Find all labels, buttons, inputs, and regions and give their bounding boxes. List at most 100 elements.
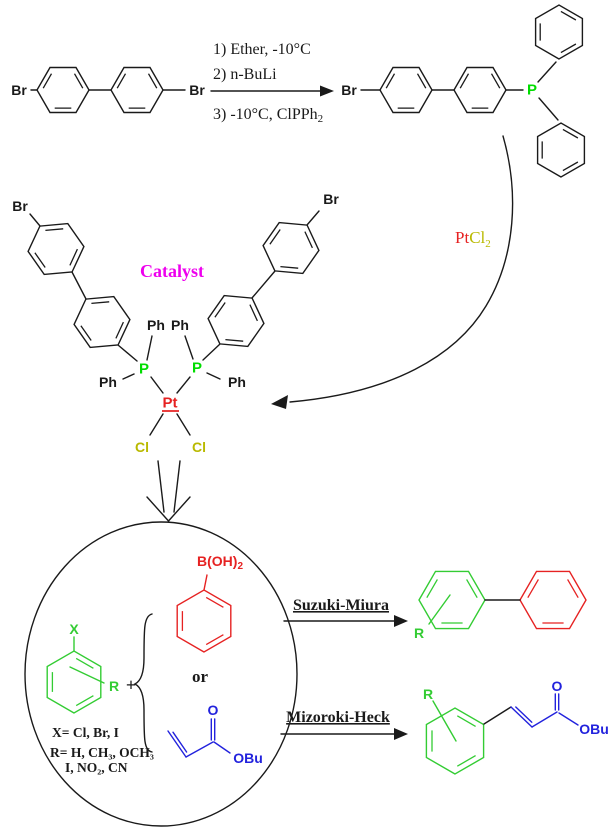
double-bond [560,10,577,21]
arrowhead [394,728,408,740]
cinnamate-product: R O OBu [423,678,609,742]
arrowhead [320,85,334,97]
bond [538,97,559,121]
bond [306,210,320,226]
substituent-legend: X= Cl, Br, I R= H, CH₃, OCH₃ I, NO₂, CN [50,725,154,775]
arrow-barb [146,496,170,522]
benzene-ring [425,707,485,775]
ellipse [24,521,298,827]
obu-label: OBu [579,721,609,737]
bond [150,376,164,394]
double-bond [34,252,46,268]
bond [531,711,558,728]
double-bond [459,73,470,89]
bond [71,271,87,300]
double-bond [466,579,478,599]
br-label: Br [341,82,357,98]
catalyst-structure: Catalyst Br Br P Ph Ph P Ph Ph Pt Cl Cl [12,191,339,455]
double-bond [515,706,533,723]
r-substituent-label: R [414,625,424,641]
benzene-ring [534,4,584,60]
biphenyl-product: R [414,594,521,641]
phosphine-product-structure: Br P [341,61,559,121]
phosphorus-label: P [192,360,202,377]
benzene-ring [519,570,587,630]
benzene-ring [453,66,507,114]
arrowhead [394,615,408,627]
reaction-conditions: 1) Ether, -10°C 2) n-BuLi 3) -10°C, ClPP… [210,41,334,125]
r-legend-line-2: I, NO₂, CN [65,760,128,775]
benzene-ring [176,589,232,653]
double-bond [75,657,94,669]
double-bond [42,73,53,89]
double-bond [225,338,244,342]
oxygen-label: O [552,678,563,694]
bond [251,270,276,299]
double-bond [69,248,78,266]
double-bond [426,579,438,599]
plus-sign: + [126,675,136,695]
boronic-acid-structure: B(OH)2 [197,553,243,591]
benzene-ring [418,570,486,630]
double-bond [385,73,396,89]
bond [122,373,135,380]
r-substituent-label: R [423,686,433,702]
double-bond [567,579,579,599]
condition-line-1: 1) Ether, -10°C [213,41,311,58]
double-bond [205,596,224,608]
double-bond [116,73,127,89]
benzene-ring [46,650,102,714]
benzene-ring [207,294,265,348]
benzene-ring [27,222,85,276]
bond [202,343,221,361]
br-label: Br [12,198,28,214]
double-bond [510,706,533,728]
benzene-ring [36,66,90,114]
bond [29,213,41,227]
phosphorus-label: P [139,361,149,378]
catalyst-label: Catalyst [140,261,204,281]
bond [146,335,153,361]
double-bond [214,302,226,318]
double-bond [562,128,579,139]
butyl-acrylate-structure: O OBu [167,702,263,766]
or-label: or [192,667,209,686]
double-bond [205,634,224,646]
bond [203,574,208,591]
double-bond [249,304,258,322]
curly-brace [133,613,153,753]
benzene-ring [73,295,131,349]
boh2-label: B(OH)2 [197,553,243,572]
double-bond [490,73,501,89]
ptcl2-curved-arrow: PtCl2 [271,135,514,409]
bond [176,376,191,394]
reagent-ellipse-group: X R + B(OH)2 or O OBu X= Cl, Br, I [24,521,298,827]
variable-position-bond [69,666,105,684]
aryl-halide-structure: X R [69,621,119,694]
double-bond [527,579,539,599]
double-bond [280,265,299,269]
bond [184,335,194,360]
bond [185,741,214,758]
curved-arrow [289,135,514,403]
condition-line-2: 2) n-BuLi [213,66,277,83]
benzene-ring [262,221,320,275]
double-bond [75,695,94,707]
phenyl-label: Ph [171,317,189,333]
double-bond [115,321,124,339]
br-label: Br [11,82,27,98]
variable-position-bond [432,700,457,742]
double-bond [167,730,187,758]
double-bond [147,73,158,89]
heck-label: Mizoroki-Heck [286,709,390,726]
double-bond [416,73,427,89]
arrowhead [271,395,288,409]
bond [149,413,164,436]
suzuki-label: Suzuki-Miura [293,597,389,614]
r-substituent-label: R [109,678,119,694]
benzene-ring [536,122,586,178]
ptcl2-label: PtCl2 [455,228,491,250]
condition-line-3: 3) -10°C, ClPPh2 [213,106,323,125]
